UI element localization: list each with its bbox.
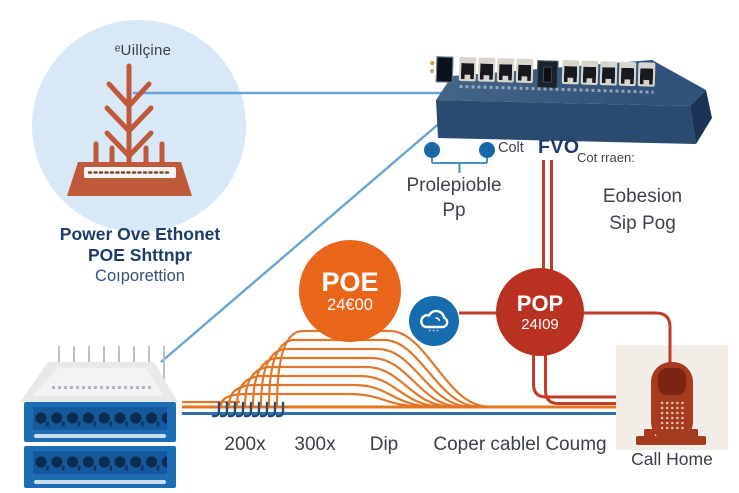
panel-unit (24, 402, 176, 442)
bracket-label: Prolepioble Pp (374, 173, 534, 223)
port-group-right (561, 59, 656, 87)
call-home-panel (616, 345, 728, 450)
cloud-icon (420, 309, 449, 332)
rj45-port (580, 60, 599, 86)
rj45-port (458, 56, 477, 82)
org-title: Power Ove Ethonet POE Shttnpr Coıporetti… (28, 224, 252, 287)
panel-stripe (34, 434, 166, 438)
rj45-port (515, 58, 534, 84)
cable-connectors (211, 401, 285, 418)
bracket-label-line2: Pp (442, 200, 466, 221)
pop-node: POP 24I09 (496, 268, 584, 356)
session-label-line2: Sip Pog (609, 213, 676, 234)
rj45-port (618, 61, 637, 87)
rj45-port (496, 58, 515, 83)
panel-port-row (33, 407, 167, 430)
org-title-line3: Coıporettion (95, 267, 185, 285)
poe-node-title: POE (321, 266, 379, 297)
cot-label: Cot rraen: (577, 150, 635, 165)
brand-logo-text: ᵉUillçine (114, 42, 172, 59)
panel-port-row (33, 451, 167, 474)
cloud-node (409, 296, 459, 346)
uplink-module (536, 60, 559, 89)
pop-node-value: 24I09 (521, 315, 559, 333)
port-group-left (458, 56, 534, 84)
switch-display (435, 56, 454, 83)
panel-unit (24, 446, 176, 488)
rj45-port (637, 62, 656, 87)
org-title-line1: Power Ove Ethonet (59, 224, 221, 244)
cable-count-label-2: 300x (294, 434, 336, 455)
switch-front-face (436, 100, 696, 144)
org-title-line2: POE Shttnpr (87, 245, 193, 265)
rj45-port (477, 57, 496, 82)
poe-node-value: 24€00 (327, 295, 373, 314)
copper-cable-label: Coper cablel Coumg (433, 434, 607, 455)
bracket-label-line1: Prolepioble (406, 175, 502, 196)
poe-node: POE 24€00 (299, 240, 401, 342)
colt-label: Colt (498, 140, 524, 156)
rj45-port (561, 59, 580, 85)
patch-panel-illustration (18, 346, 182, 492)
panel-stripe (34, 480, 166, 484)
rj45-port (599, 61, 618, 86)
session-label: Eobesion Sip Pog (585, 183, 700, 237)
dip-label: Dip (369, 434, 399, 455)
cable-count-label-1: 200x (224, 434, 266, 455)
fvo-label: FVO (538, 136, 580, 158)
trunk-lines (182, 405, 616, 415)
panel-top-inner (32, 368, 164, 396)
panel-top-markings (52, 386, 152, 389)
session-label-line1: Eobesion (602, 186, 683, 207)
call-home-label: Call Home (631, 449, 713, 469)
pop-node-title: POP (516, 290, 564, 316)
network-switch-illustration (427, 56, 714, 150)
panel-pin (163, 346, 165, 394)
